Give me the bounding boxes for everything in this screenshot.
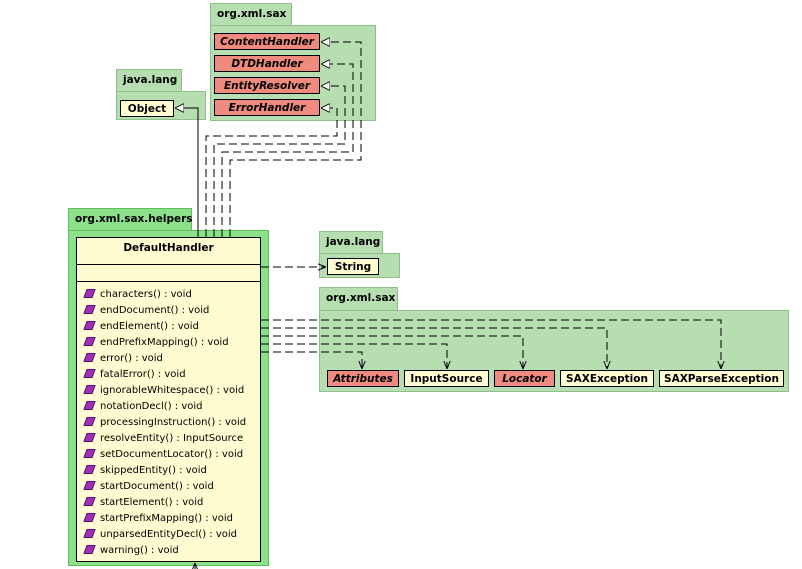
package-label: java.lang: [123, 74, 178, 86]
operation-item[interactable]: endElement() : void: [77, 319, 260, 335]
inherit-object-line: [175, 108, 199, 237]
depend-sax-exception-line: [261, 327, 607, 369]
operation-item[interactable]: warning() : void: [77, 543, 260, 559]
class-sax-exception[interactable]: SAXException: [560, 370, 654, 387]
class-input-source[interactable]: InputSource: [404, 370, 489, 387]
operation-label: startDocument() : void: [100, 481, 214, 492]
operation-label: processingInstruction() : void: [100, 417, 247, 428]
operation-label: ignorableWhitespace() : void: [100, 385, 245, 396]
class-default-handler[interactable]: DefaultHandler characters() : void endDoc…: [76, 237, 261, 562]
operation-label: warning() : void: [100, 545, 179, 556]
package-tab-java-lang-right: java.lang: [319, 231, 383, 254]
realize-dtd-handler-line: [221, 64, 354, 237]
package-tab-org-xml-sax-right: org.xml.sax: [319, 287, 398, 311]
operation-label: error() : void: [100, 353, 163, 364]
operation-label: characters() : void: [100, 289, 192, 300]
class-entity-resolver[interactable]: EntityResolver: [214, 77, 320, 94]
operation-label: startPrefixMapping() : void: [100, 513, 234, 524]
operation-item[interactable]: unparsedEntityDecl() : void: [77, 527, 260, 543]
attributes-compartment: [77, 265, 260, 282]
operation-label: startElement() : void: [100, 497, 204, 508]
operation-item[interactable]: setDocumentLocator() : void: [77, 447, 260, 463]
operation-item[interactable]: resolveEntity() : InputSource: [77, 431, 260, 447]
depend-sax-parse-exception-line: [261, 319, 721, 369]
realize-entity-resolver-line: [213, 86, 346, 237]
operation-label: skippedEntity() : void: [100, 465, 207, 476]
operation-item[interactable]: startPrefixMapping() : void: [77, 511, 260, 527]
package-tab-org-xml-sax-helpers: org.xml.sax.helpers: [68, 208, 193, 231]
operation-item[interactable]: endPrefixMapping() : void: [77, 335, 260, 351]
operation-label: endElement() : void: [100, 321, 199, 332]
class-name: DefaultHandler: [77, 238, 260, 265]
class-error-handler[interactable]: ErrorHandler: [214, 99, 320, 116]
operation-item[interactable]: startElement() : void: [77, 495, 260, 511]
operation-label: endPrefixMapping() : void: [100, 337, 229, 348]
operation-item[interactable]: error() : void: [77, 351, 260, 367]
operation-item[interactable]: processingInstruction() : void: [77, 415, 260, 431]
operations-compartment: characters() : void endDocument() : void e…: [77, 282, 260, 559]
class-locator[interactable]: Locator: [494, 370, 555, 387]
class-attributes[interactable]: Attributes: [327, 370, 399, 387]
package-label: org.xml.sax: [326, 292, 396, 304]
class-dtd-handler[interactable]: DTDHandler: [214, 55, 320, 72]
realize-error-handler-line: [205, 108, 338, 237]
package-tab-java-lang-top: java.lang: [116, 69, 182, 92]
operation-item[interactable]: notationDecl() : void: [77, 399, 260, 415]
depend-input-source-line: [261, 343, 447, 369]
class-content-handler[interactable]: ContentHandler: [214, 33, 320, 50]
operation-label: fatalError() : void: [100, 369, 186, 380]
package-tab-org-xml-sax-top: org.xml.sax: [210, 3, 292, 26]
realize-content-handler-line: [229, 42, 362, 237]
depend-locator-line: [261, 335, 523, 369]
class-string[interactable]: String: [327, 258, 379, 275]
operation-label: endDocument() : void: [100, 305, 210, 316]
class-sax-parse-exception[interactable]: SAXParseException: [659, 370, 784, 387]
operation-item[interactable]: endDocument() : void: [77, 303, 260, 319]
operation-label: unparsedEntityDecl() : void: [100, 529, 237, 540]
operation-item[interactable]: fatalError() : void: [77, 367, 260, 383]
depend-attributes-line: [261, 351, 362, 369]
operation-item[interactable]: startDocument() : void: [77, 479, 260, 495]
operation-item[interactable]: skippedEntity() : void: [77, 463, 260, 479]
package-label: java.lang: [326, 236, 381, 248]
class-object[interactable]: Object: [120, 100, 174, 117]
package-label: org.xml.sax.helpers: [75, 213, 193, 225]
operation-label: setDocumentLocator() : void: [100, 449, 244, 460]
operation-label: notationDecl() : void: [100, 401, 203, 412]
package-label: org.xml.sax: [217, 8, 287, 20]
operation-label: resolveEntity() : InputSource: [100, 433, 244, 444]
operation-item[interactable]: characters() : void: [77, 287, 260, 303]
operation-item[interactable]: ignorableWhitespace() : void: [77, 383, 260, 399]
